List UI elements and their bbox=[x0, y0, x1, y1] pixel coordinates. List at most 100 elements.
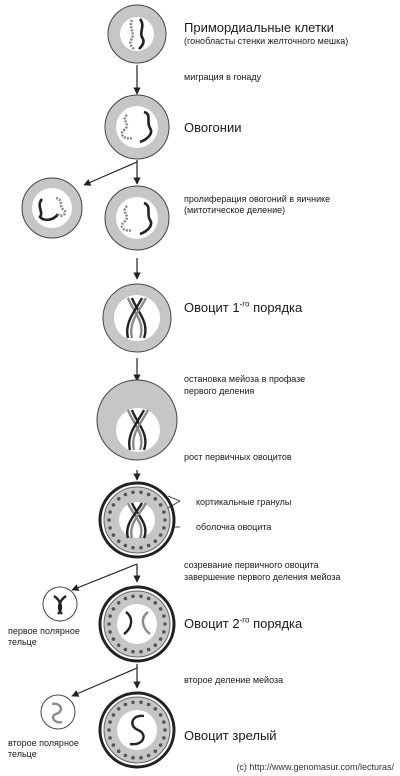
cortical-granule bbox=[116, 601, 121, 605]
cortical-granule bbox=[108, 614, 112, 618]
cortical-granule bbox=[158, 533, 163, 537]
cortical-granule bbox=[163, 728, 167, 732]
second-polar-body bbox=[40, 694, 76, 730]
cortical-granule bbox=[139, 755, 143, 760]
cortical-granule bbox=[158, 607, 163, 611]
oocyte-membrane-label: оболочка овоцита bbox=[196, 522, 272, 532]
polar-body2-line2: тельце bbox=[8, 749, 37, 759]
cortical-granule bbox=[131, 594, 135, 599]
mature-oocyte-label: Овоцит зрелый bbox=[184, 728, 277, 743]
cortical-granule bbox=[146, 492, 151, 497]
cortical-granule bbox=[162, 510, 166, 514]
cortical-granule bbox=[153, 601, 158, 605]
primordial-subtitle: (гонобласты стенки желточного мешка) bbox=[184, 36, 349, 46]
cortical-granule bbox=[158, 743, 163, 747]
cortical-granule bbox=[139, 649, 143, 654]
cortical-granule bbox=[146, 543, 151, 548]
flow-arrows bbox=[71, 65, 141, 697]
cortical-granule bbox=[163, 622, 167, 626]
proliferation-line2: (митотическое деление) bbox=[184, 205, 286, 215]
primordial-cell bbox=[107, 4, 167, 64]
cortical-granule bbox=[139, 700, 143, 705]
cortical-granule bbox=[108, 630, 112, 634]
cortical-granule bbox=[153, 749, 158, 753]
maturation-line2: завершение первого деления мейоза bbox=[184, 572, 341, 582]
cortical-granule bbox=[139, 594, 143, 599]
cortical-granule bbox=[162, 736, 166, 740]
cortical-granule bbox=[116, 749, 121, 753]
growth-label: рост первичных овоцитов bbox=[184, 452, 292, 462]
cortical-granule bbox=[123, 492, 128, 497]
cortical-granule bbox=[158, 503, 163, 507]
cortical-granules-label: кортикальные гранулы bbox=[196, 497, 292, 507]
arrest-line2: первого деления bbox=[184, 386, 255, 396]
cortical-granule bbox=[111, 503, 116, 507]
cortical-granule bbox=[153, 707, 158, 711]
oogonia-cell bbox=[104, 94, 170, 160]
oogonia-label: Овогонии bbox=[184, 120, 242, 135]
cortical-granule bbox=[139, 490, 143, 495]
cortical-granule bbox=[131, 700, 135, 705]
cortical-granule bbox=[153, 643, 158, 647]
cortical-granule bbox=[107, 518, 111, 522]
polar-body1-line1: первое полярное bbox=[8, 626, 80, 636]
cortical-granule bbox=[163, 518, 167, 522]
cortical-granule bbox=[108, 736, 112, 740]
cortical-granule bbox=[146, 647, 151, 652]
cortical-granule bbox=[139, 545, 143, 550]
cortical-granule bbox=[116, 497, 121, 501]
first-polar-body bbox=[42, 586, 78, 622]
cortical-granule bbox=[116, 539, 121, 543]
cortical-granule bbox=[123, 702, 128, 707]
migration-label: миграция в гонаду bbox=[184, 72, 262, 82]
primary-oocyte-cell bbox=[102, 283, 172, 353]
leader-lines bbox=[167, 495, 181, 528]
cortical-granule bbox=[162, 526, 166, 530]
cortical-granule bbox=[153, 539, 158, 543]
cortical-granule bbox=[107, 728, 111, 732]
cortical-granule bbox=[123, 753, 128, 758]
cortical-granule bbox=[131, 755, 135, 760]
cortical-granule bbox=[158, 637, 163, 641]
proliferating-oogonia-right bbox=[104, 185, 170, 251]
cortical-granule bbox=[123, 543, 128, 548]
secondary-oocyte-label: Овоцит 2-го порядка bbox=[184, 615, 303, 631]
cortical-granule bbox=[162, 614, 166, 618]
cortical-granule bbox=[162, 630, 166, 634]
cortical-granule bbox=[116, 643, 121, 647]
arrest-line1: остановка мейоза в профазе bbox=[184, 374, 306, 384]
cortical-granule bbox=[116, 707, 121, 711]
cortical-granule bbox=[131, 545, 135, 550]
cortical-granule bbox=[162, 720, 166, 724]
proliferation-line1: пролиферация овогоний в яичнике bbox=[184, 194, 331, 204]
secondary-oocyte-cell bbox=[98, 585, 176, 663]
cortical-granule bbox=[131, 490, 135, 495]
copyright: (c) http://www.genomasur.com/lecturas/ bbox=[236, 762, 394, 772]
growing-oocyte-cell bbox=[98, 481, 176, 559]
cortical-granule bbox=[108, 720, 112, 724]
polar-body2-line1: второе полярное bbox=[8, 738, 79, 748]
cortical-granule bbox=[111, 713, 116, 717]
cortical-granule bbox=[146, 702, 151, 707]
cortical-granule bbox=[131, 649, 135, 654]
second-division-label: второе деление мейоза bbox=[184, 675, 284, 685]
cortical-granule bbox=[111, 637, 116, 641]
cortical-granule bbox=[111, 607, 116, 611]
arrested-oocyte-cell bbox=[96, 379, 178, 461]
cortical-granule bbox=[111, 743, 116, 747]
primary-oocyte-label: Овоцит 1-го порядка bbox=[184, 299, 303, 315]
cortical-granule bbox=[123, 596, 128, 601]
mature-oocyte-cell bbox=[98, 691, 176, 769]
cortical-granule bbox=[158, 713, 163, 717]
cortical-granule bbox=[108, 510, 112, 514]
cortical-granule bbox=[123, 647, 128, 652]
cortical-granule bbox=[146, 753, 151, 758]
maturation-line1: созревание первичного овоцита bbox=[184, 560, 319, 570]
cortical-granule bbox=[111, 533, 116, 537]
cortical-granule bbox=[146, 596, 151, 601]
cortical-granule bbox=[108, 526, 112, 530]
primordial-title: Примордиальные клетки bbox=[184, 20, 334, 35]
proliferating-oogonia-left bbox=[21, 177, 83, 239]
cortical-granule bbox=[153, 497, 158, 501]
